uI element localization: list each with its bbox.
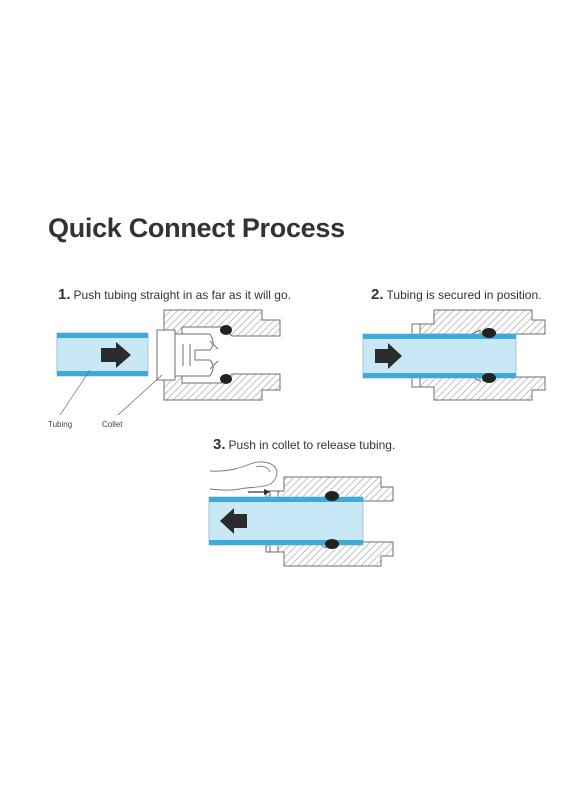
- step-2-diagram: [362, 309, 546, 401]
- step-1-tubing: [56, 332, 149, 377]
- step-1-collet: [156, 329, 219, 381]
- step-1-number: 1.: [58, 286, 71, 303]
- step-2-number: 2.: [371, 286, 384, 303]
- step-1-caption: 1.Push tubing straight in as far as it w…: [58, 286, 291, 303]
- step-3-diagram: [208, 461, 394, 567]
- step-2-caption: 2.Tubing is secured in position.: [371, 286, 542, 303]
- step-3-tubing: [208, 496, 364, 546]
- step-3-o-ring-bottom: [325, 539, 339, 549]
- step-2-o-ring-top: [482, 328, 496, 338]
- step-3-fitting-body: [265, 476, 394, 567]
- step-2-tubing: [362, 333, 517, 379]
- step-2-fitting-body: [417, 309, 546, 401]
- step-3-text: Push in collet to release tubing.: [228, 438, 396, 452]
- tubing-label: Tubing: [48, 420, 73, 429]
- step-3-caption: 3.Push in collet to release tubing.: [213, 436, 395, 453]
- step-3-o-ring-top: [325, 491, 339, 501]
- collet-label: Collet: [102, 420, 123, 429]
- step-1-diagram: [56, 309, 281, 416]
- step-3-arrow-left-icon: [220, 508, 247, 534]
- step-3-number: 3.: [213, 436, 226, 453]
- step-2-o-ring-bottom: [482, 373, 496, 383]
- step-1-o-ring-top: [220, 325, 232, 335]
- step-2-arrow-right-icon: [375, 343, 402, 369]
- step-1-o-ring-bottom: [220, 374, 232, 384]
- tubing-callout-line: [59, 369, 91, 416]
- page-title: Quick Connect Process: [48, 213, 345, 243]
- step-2-text: Tubing is secured in position.: [386, 288, 542, 302]
- finger-icon: [209, 461, 278, 491]
- step-1-arrow-right-icon: [101, 342, 131, 368]
- step-1-text: Push tubing straight in as far as it wil…: [73, 288, 291, 302]
- step-3-push-arrow-icon: [248, 489, 270, 495]
- collet-callout-line: [117, 374, 163, 416]
